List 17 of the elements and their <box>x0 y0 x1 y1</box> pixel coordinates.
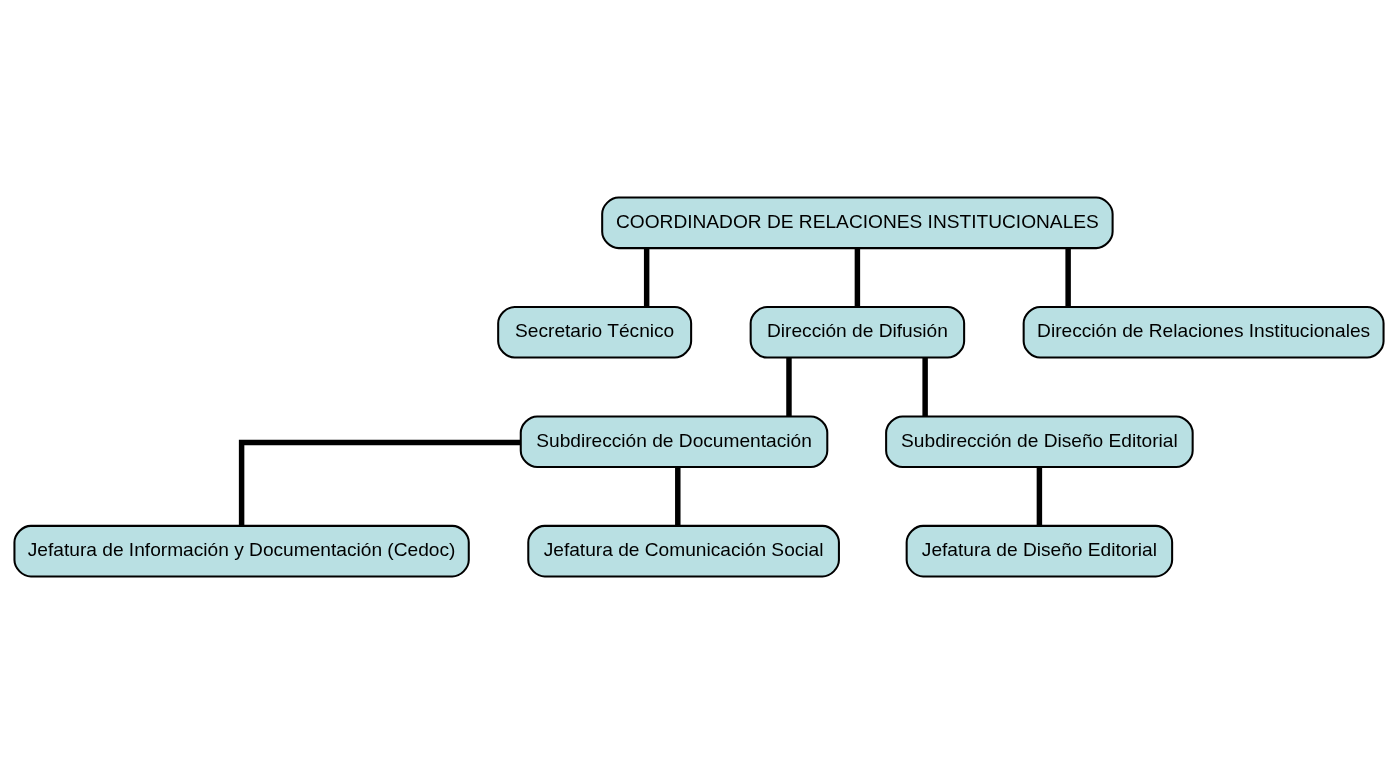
node-box: Dirección de Difusión <box>749 305 966 359</box>
connector <box>675 466 681 526</box>
node-box: Dirección de Relaciones Institucionales <box>1022 305 1385 359</box>
node-box: Secretario Técnico <box>497 305 693 359</box>
node-box: Subdirección de Documentación <box>519 414 829 468</box>
node-box: Subdirección de Diseño Editorial <box>885 414 1194 468</box>
connector <box>1036 466 1043 526</box>
node-box: Jefatura de Comunicación Social <box>527 524 840 578</box>
node-box: Jefatura de Información y Documentación (Cedoc) <box>13 524 470 578</box>
connector <box>1065 247 1071 307</box>
connector <box>238 439 521 525</box>
connector <box>643 247 650 307</box>
node-box: Jefatura de Diseño Editorial <box>905 524 1174 578</box>
connector <box>854 247 861 307</box>
connector <box>922 357 928 416</box>
connector <box>786 357 792 416</box>
node-box: COORDINADOR DE RELACIONES INSTITUCIONALES <box>601 195 1114 249</box>
